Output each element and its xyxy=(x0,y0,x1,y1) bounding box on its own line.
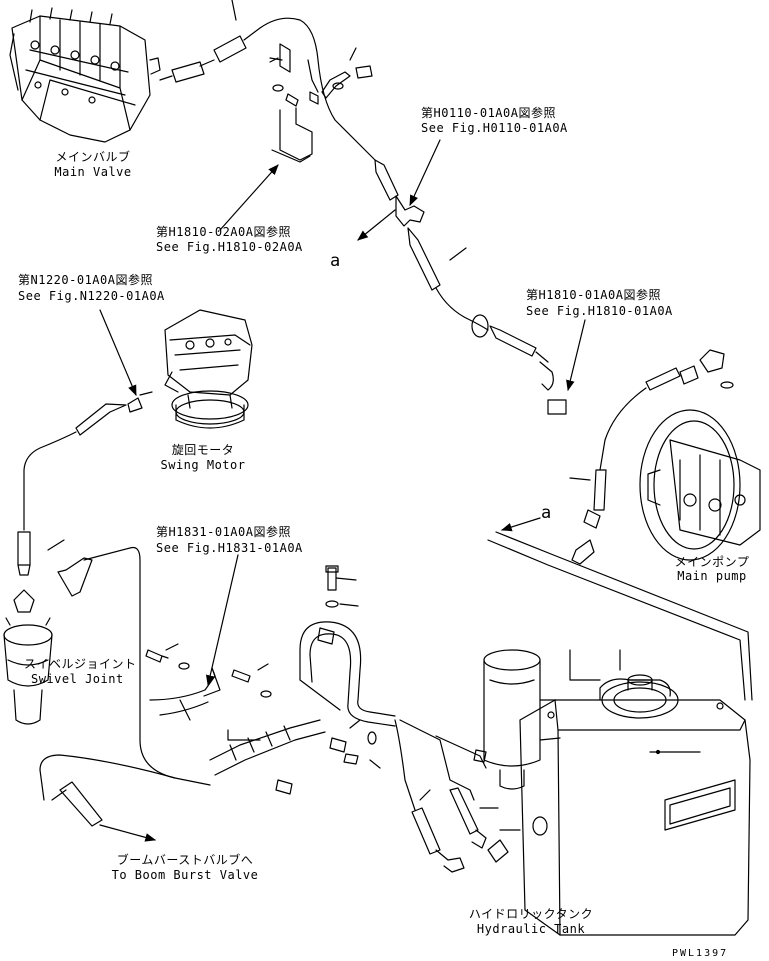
tank-hoses xyxy=(394,719,521,873)
ref-h0110-jp: 第H0110-01A0A図参照 xyxy=(421,106,556,120)
ref-h1810-01-en: See Fig.H1810-01A0A xyxy=(526,304,673,318)
ref-h0110-en: See Fig.H0110-01A0A xyxy=(421,121,568,135)
connection-mark-a-top: a xyxy=(330,251,341,271)
main-pump-label-jp: メインポンプ xyxy=(674,555,750,569)
boom-burst-label-en: To Boom Burst Valve xyxy=(111,868,259,882)
ref-n1220-en: See Fig.N1220-01A0A xyxy=(18,289,165,303)
bracket-part xyxy=(269,43,373,163)
ref-h1831-en: See Fig.H1831-01A0A xyxy=(156,541,303,555)
drawing-code: PWL1397 xyxy=(672,948,729,959)
upper-hose xyxy=(159,0,489,331)
main-valve-label-en: Main Valve xyxy=(54,165,132,179)
main-valve-label-jp: メインバルブ xyxy=(55,150,131,164)
boom-burst-label-jp: ブームバーストバルブへ xyxy=(116,853,254,867)
swivel-joint-label-en: Swivel Joint xyxy=(31,672,124,686)
boom-hose xyxy=(39,546,211,827)
pump-hose xyxy=(569,367,681,565)
ref-h1810-01-jp: 第H1810-01A0A図参照 xyxy=(526,288,661,302)
connection-mark-a-right: a xyxy=(541,503,552,523)
filter-part xyxy=(473,649,561,790)
ref-h1810-02-jp: 第H1810-02A0A図参照 xyxy=(156,225,291,239)
hydraulic-tank-label-jp: ハイドロリックタンク xyxy=(468,907,594,921)
swing-motor-label-jp: 旋回モータ xyxy=(171,443,235,457)
center-hoses xyxy=(149,621,396,776)
reference-arrows xyxy=(99,139,586,842)
middle-fittings xyxy=(471,314,567,415)
hydraulic-tank-part xyxy=(519,649,751,936)
frame-lines xyxy=(487,531,753,701)
swing-hose xyxy=(17,391,153,576)
main-valve-part xyxy=(9,7,161,143)
main-pump-label-en: Main pump xyxy=(677,569,747,583)
ref-n1220-jp: 第N1220-01A0A図参照 xyxy=(18,273,153,287)
swivel-joint-label-jp: スイベルジョイント xyxy=(24,657,137,671)
swing-motor-part xyxy=(164,309,253,429)
swing-motor-label-en: Swing Motor xyxy=(160,458,246,472)
hydraulic-tank-label-en: Hydraulic Tank xyxy=(476,922,586,936)
main-pump-part xyxy=(639,349,761,561)
swivel-joint-part xyxy=(3,589,53,725)
ref-h1810-02-en: See Fig.H1810-02A0A xyxy=(156,240,303,254)
bolts-washers xyxy=(145,565,381,795)
ref-h1831-jp: 第H1831-01A0A図参照 xyxy=(156,525,291,539)
